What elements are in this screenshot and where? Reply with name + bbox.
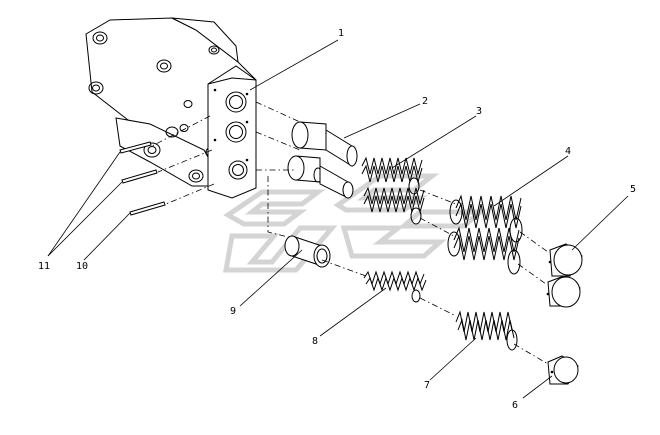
- cap-5-upper: [548, 243, 583, 277]
- spool-middle: [287, 155, 354, 199]
- callout-9: 9: [230, 306, 236, 317]
- callout-2: 2: [422, 96, 428, 107]
- callout-8: 8: [312, 336, 318, 347]
- pin-10: [129, 201, 166, 216]
- spring-4-lower: [447, 226, 521, 275]
- callout-5: 5: [630, 184, 636, 195]
- callout-6: 6: [512, 400, 518, 411]
- callout-10: 10: [76, 261, 88, 272]
- spool-upper: [291, 121, 358, 167]
- callout-labels: 1 2 3 4 5 6 7 8 9 10 11: [38, 28, 636, 411]
- callout-1: 1: [338, 28, 344, 39]
- valve-body: [85, 17, 257, 199]
- callout-7: 7: [424, 380, 430, 391]
- callout-3: 3: [476, 106, 482, 117]
- callout-11: 11: [38, 261, 50, 272]
- assembly-centerlines: [151, 101, 549, 365]
- cap-6: [547, 355, 579, 385]
- cap-5-lower: [546, 275, 581, 308]
- spring-8: [363, 270, 427, 303]
- pins-11: [119, 141, 158, 184]
- spring-7: [455, 310, 518, 351]
- spring-3-lower: [363, 186, 425, 225]
- leader-lines: [47, 39, 629, 399]
- callout-4: 4: [565, 146, 571, 157]
